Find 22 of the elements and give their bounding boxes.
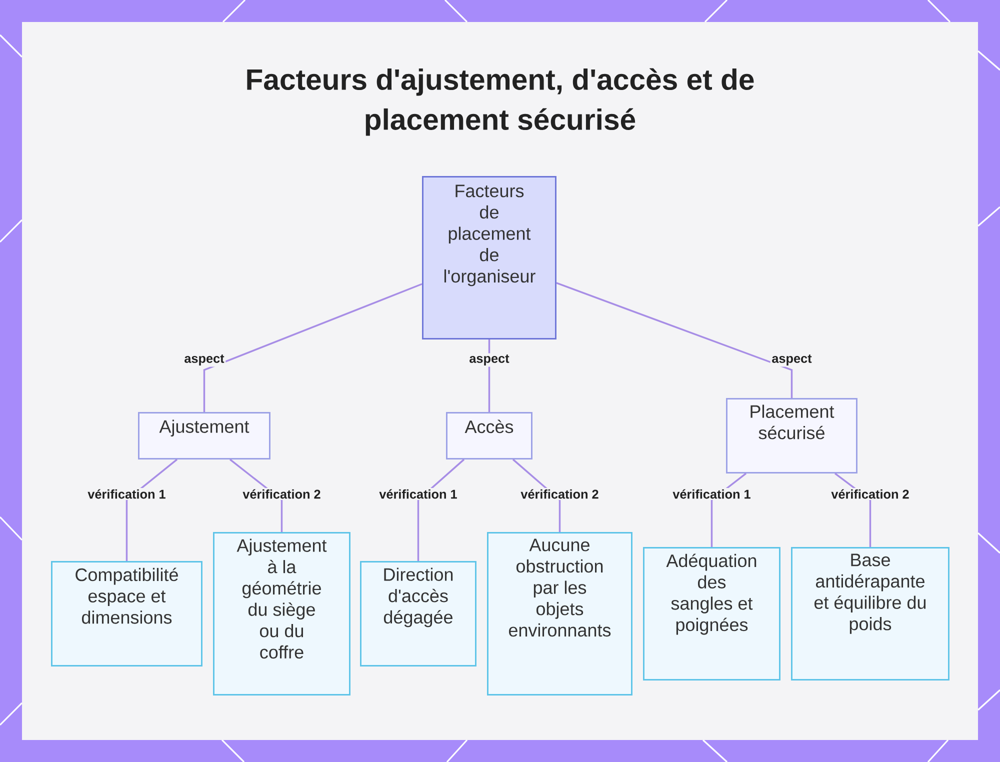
topic-box: Placement sécurisé [726,398,858,474]
edge-label: vérification 1 [671,488,752,500]
detail-box: Adéquation des sangles et poignées [643,547,780,680]
detail-box: Ajustement à la géométrie du siège ou du coffre [213,532,350,696]
edge-label: aspect [182,353,226,367]
detail-box: Direction d'accès dégagée [360,561,476,666]
title: Facteurs d'ajustement, d'accès et de placement sécurisé [247,68,754,136]
detail-box: Aucune obstruction par les objets environnants [487,532,632,696]
edge-label: vérification 1 [378,488,459,500]
topic-box: Accès [446,412,532,460]
detail-box: Compatibilité espace et dimensions [51,561,202,666]
edge-label: aspect [770,353,814,367]
topic-box: Ajustement [138,412,270,460]
edge-label: vérification 2 [241,488,322,500]
edge-label: aspect [468,353,511,367]
edge-label: vérification 2 [830,488,911,500]
edge-label: vérification 1 [86,488,168,500]
edge-label: vérification 2 [519,488,600,500]
connector-line [203,283,422,412]
detail-box: Base antidérapante et équilibre du poids [791,547,950,680]
connector-line [556,282,793,398]
main-topic-box: Facteurs de placement de l'organiseur [422,176,556,340]
